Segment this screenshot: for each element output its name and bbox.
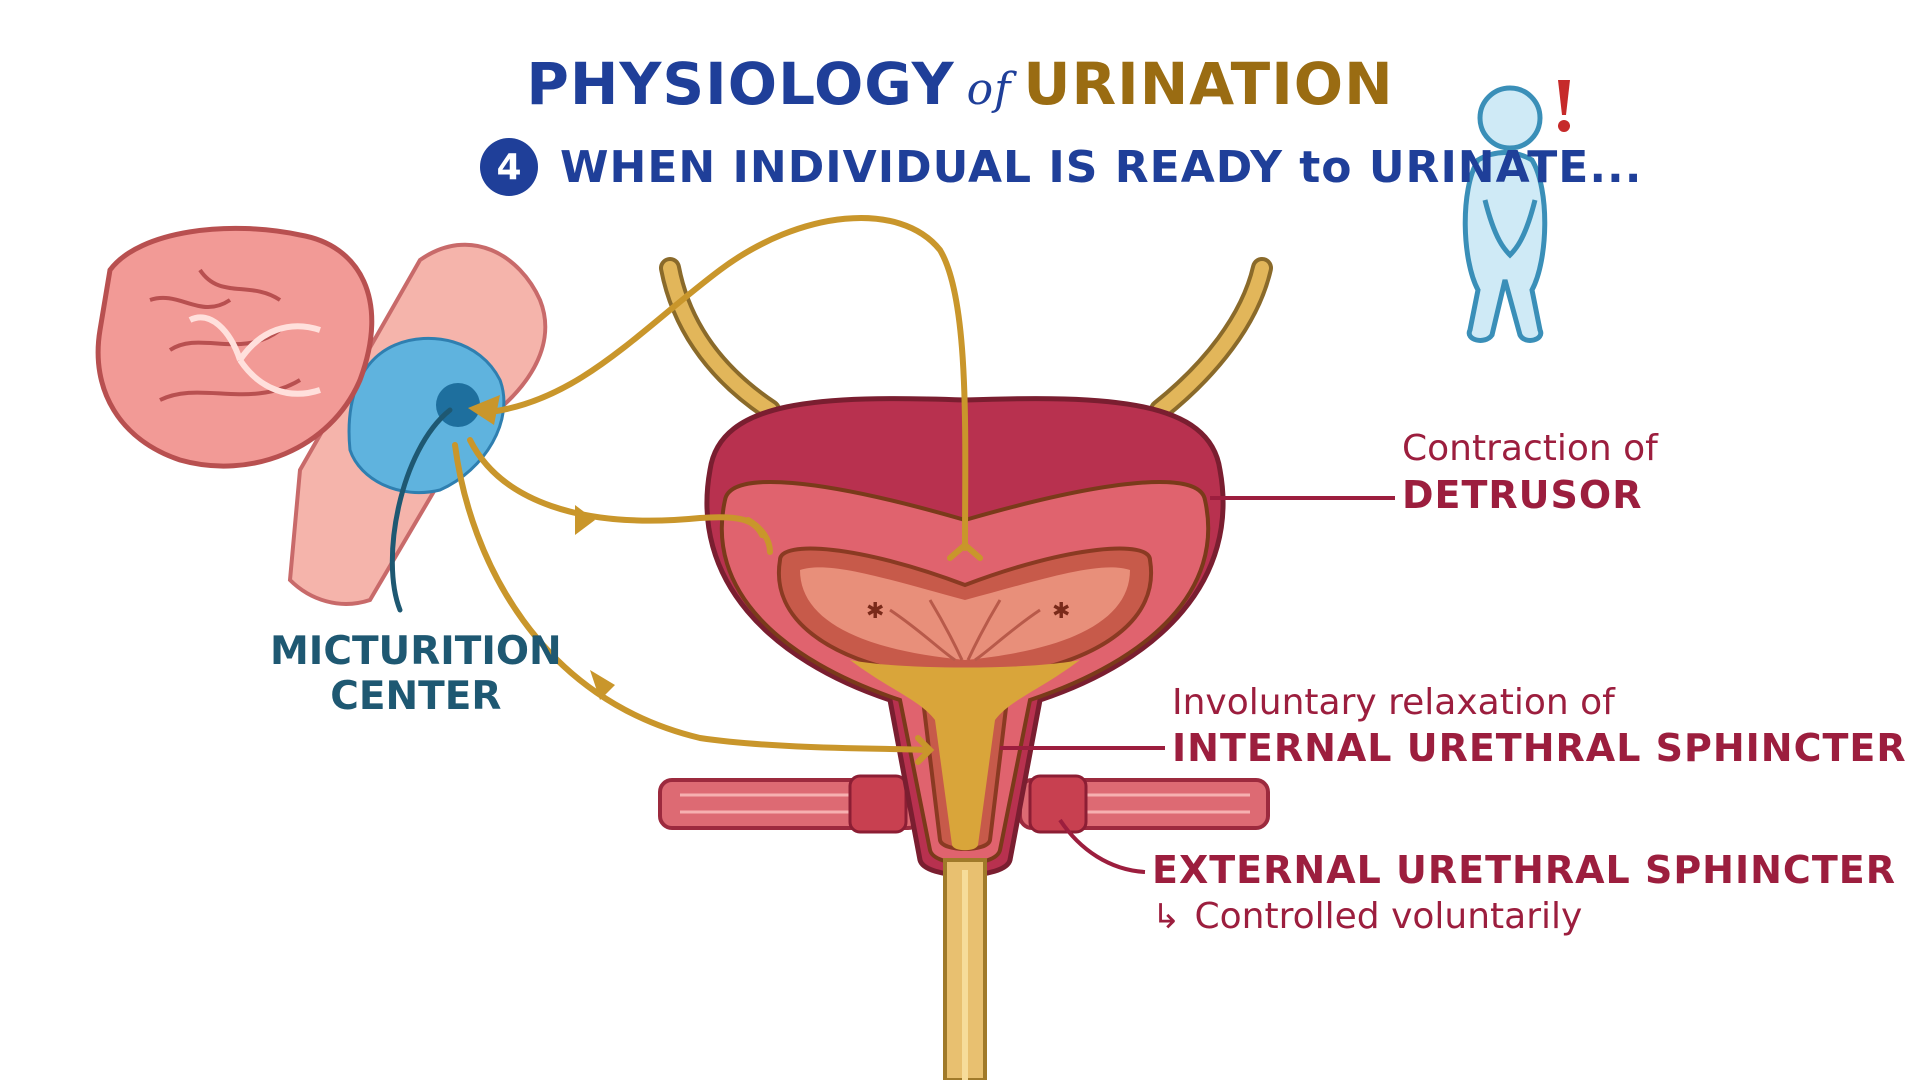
urine-flow (850, 660, 1080, 851)
exclamation-icon (1558, 80, 1570, 132)
micturition-center-label: MICTURITION CENTER (270, 629, 562, 720)
brain-illustration (95, 225, 548, 606)
ureter-opening-left: ✱ (866, 599, 884, 624)
controlled-text: Controlled voluntarily (1194, 896, 1583, 937)
hook-arrow-icon: ↳ (1152, 896, 1181, 937)
trigone-folds (889, 599, 1041, 662)
detrusor-end (745, 517, 773, 555)
sensory-nerve (487, 215, 969, 551)
sensory-end (947, 541, 983, 561)
involuntary-label: Involuntary relaxation of (1172, 682, 1615, 723)
left-ureter-fill (663, 261, 777, 417)
step-text: WHEN INDIVIDUAL IS READY to URINATE... (560, 141, 1643, 193)
step-number-badge: 4 (480, 138, 538, 196)
left-ureter (659, 257, 781, 421)
bladder: ✱ ✱ (704, 396, 1226, 878)
internal-sphincter-label: INTERNAL URETHRAL SPHINCTER (1172, 726, 1907, 770)
external-sphincter-muscle (658, 774, 1270, 834)
trigone (800, 567, 1130, 660)
title-word-physiology: PHYSIOLOGY (526, 50, 955, 118)
sphincter-arrowhead (590, 670, 615, 700)
motor-nerve-internal-sphincter (452, 442, 928, 753)
person-icon (1462, 85, 1548, 343)
title-word-of: of (966, 64, 1012, 115)
controlled-voluntarily-label: ↳ Controlled voluntarily (1152, 896, 1582, 937)
micturition-center-dot (436, 383, 480, 427)
cerebellum-arbor (188, 314, 321, 397)
cerebellum-folds (149, 268, 302, 402)
sensory-arrowhead (468, 395, 500, 425)
ureters (659, 257, 1273, 421)
title-word-urination: URINATION (1023, 50, 1394, 118)
detrusor-label: DETRUSOR (1402, 473, 1643, 517)
ureter-opening-right: ✱ (1052, 599, 1070, 624)
nerve-pathways (389, 215, 983, 765)
external-sphincter-label: EXTERNAL URETHRAL SPHINCTER (1152, 848, 1896, 892)
micturition-pointer (389, 407, 453, 613)
pons-region (347, 337, 506, 495)
step-subtitle: 4 WHEN INDIVIDUAL IS READY to URINATE... (480, 138, 1642, 196)
contraction-label: Contraction of (1402, 428, 1658, 469)
sphincter-end (915, 735, 935, 765)
detrusor-arrowhead (575, 505, 595, 535)
urethra (943, 858, 987, 1080)
right-ureter-fill (1153, 261, 1269, 417)
micturition-line1: MICTURITION (270, 629, 562, 674)
external-sphincter-leader (1058, 818, 1146, 874)
leader-lines (1000, 496, 1395, 874)
micturition-line2: CENTER (330, 673, 502, 719)
